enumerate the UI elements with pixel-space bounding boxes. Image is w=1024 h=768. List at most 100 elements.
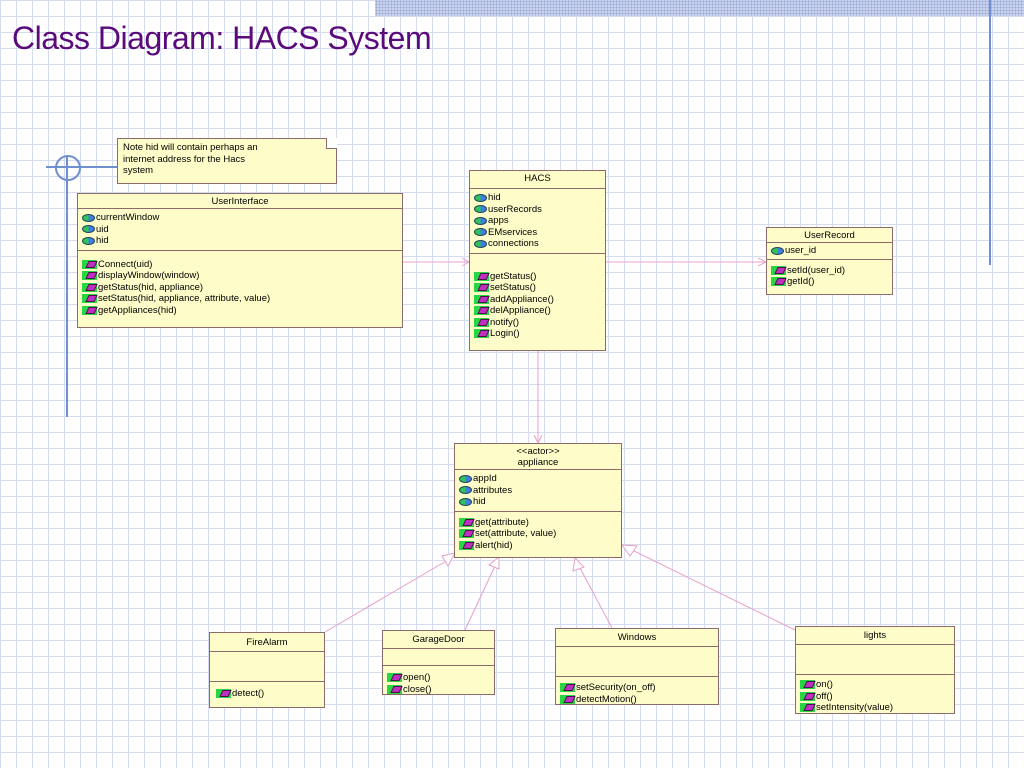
operation-row[interactable]: open() bbox=[387, 672, 491, 684]
attribute-compartment: appId attributes hid bbox=[455, 469, 621, 511]
operation-compartment: setId(user_id) getId() bbox=[767, 258, 892, 291]
operation-row[interactable]: Login() bbox=[474, 328, 602, 340]
attribute-row[interactable]: EMservices bbox=[474, 227, 602, 239]
operation-icon bbox=[216, 689, 231, 699]
accent-line-horizontal bbox=[46, 166, 118, 168]
generalization-garagedoor-head bbox=[488, 555, 500, 570]
operation-icon bbox=[474, 283, 489, 293]
operation-row[interactable]: off() bbox=[800, 691, 951, 703]
operation-row[interactable]: getStatus() bbox=[474, 271, 602, 283]
class-garagedoor[interactable]: GarageDoor open() close() bbox=[382, 630, 495, 695]
operation-label: open() bbox=[403, 672, 431, 683]
note-line: Note hid will contain perhaps an bbox=[123, 142, 258, 153]
operation-icon bbox=[800, 703, 815, 713]
attribute-row[interactable]: connections bbox=[474, 238, 602, 250]
class-lights[interactable]: lights on() off() setIntensity(value) bbox=[795, 626, 955, 714]
operation-row[interactable]: getAppliances(hid) bbox=[82, 305, 399, 317]
operation-compartment: getStatus() setStatus() addAppliance() d… bbox=[470, 252, 605, 343]
operation-row[interactable]: setId(user_id) bbox=[771, 265, 889, 277]
attribute-icon bbox=[82, 225, 95, 234]
attribute-row[interactable]: apps bbox=[474, 215, 602, 227]
attribute-compartment: user_id bbox=[767, 242, 892, 259]
operation-row[interactable]: alert(hid) bbox=[459, 540, 618, 552]
generalization-lights bbox=[631, 549, 796, 631]
operation-row[interactable]: detect() bbox=[214, 688, 321, 700]
operation-icon bbox=[474, 294, 489, 304]
operation-label: addAppliance() bbox=[490, 293, 554, 305]
class-name: lights bbox=[863, 630, 887, 641]
attribute-row[interactable]: appId bbox=[459, 473, 618, 485]
accent-circle bbox=[55, 155, 81, 181]
operation-row[interactable]: setStatus(hid, appliance, attribute, val… bbox=[82, 293, 399, 305]
generalization-windows bbox=[579, 567, 613, 629]
operation-compartment: get(attribute) set(attribute, value) ale… bbox=[455, 510, 621, 555]
operation-row[interactable]: delAppliance() bbox=[474, 305, 602, 317]
attribute-compartment bbox=[383, 648, 494, 665]
attribute-icon bbox=[771, 246, 784, 255]
attribute-row[interactable]: currentWindow bbox=[82, 212, 399, 224]
attribute-label: userRecords bbox=[488, 203, 542, 215]
operation-row[interactable]: getStatus(hid, appliance) bbox=[82, 282, 399, 294]
header-band bbox=[375, 0, 1024, 16]
operation-icon bbox=[459, 529, 474, 539]
class-stereotype: <<actor>> bbox=[516, 446, 560, 457]
attribute-label: appId bbox=[473, 473, 497, 484]
attribute-row[interactable]: user_id bbox=[771, 245, 889, 257]
operation-compartment: Connect(uid) displayWindow(window) getSt… bbox=[78, 249, 402, 320]
class-name: HACS bbox=[524, 173, 551, 184]
attribute-row[interactable]: hid bbox=[459, 496, 618, 508]
operation-icon bbox=[82, 259, 97, 269]
class-userrecord[interactable]: UserRecord user_id setId(user_id) getId(… bbox=[766, 227, 893, 295]
class-name: GarageDoor bbox=[412, 634, 465, 645]
operation-row[interactable]: setStatus() bbox=[474, 282, 602, 294]
operation-label: get(attribute) bbox=[475, 516, 529, 528]
operation-compartment: detect() bbox=[210, 681, 324, 703]
attribute-compartment: hid userRecords apps EMservices connecti… bbox=[470, 188, 605, 253]
operation-label: displayWindow(window) bbox=[98, 270, 200, 281]
operation-row[interactable]: getId() bbox=[771, 276, 889, 288]
attribute-row[interactable]: userRecords bbox=[474, 204, 602, 216]
class-windows[interactable]: Windows setSecurity(on_off) detectMotion… bbox=[555, 628, 719, 705]
operation-label: Connect(uid) bbox=[98, 258, 153, 270]
class-hacs[interactable]: HACS hid userRecords apps EMservices con… bbox=[469, 170, 606, 351]
operation-label: getStatus(hid, appliance) bbox=[98, 281, 204, 293]
note-box[interactable]: Note hid will contain perhaps an interne… bbox=[117, 138, 337, 184]
attribute-label: connections bbox=[488, 238, 539, 249]
operation-row[interactable]: notify() bbox=[474, 317, 602, 329]
operation-label: detectMotion() bbox=[576, 693, 637, 705]
operation-row[interactable]: close() bbox=[387, 684, 491, 696]
generalization-windows-head bbox=[572, 556, 585, 572]
operation-icon bbox=[459, 517, 474, 527]
generalization-firealarm bbox=[324, 559, 449, 633]
attribute-icon bbox=[459, 486, 472, 495]
operation-icon bbox=[82, 305, 97, 315]
operation-icon bbox=[474, 329, 489, 339]
attribute-compartment: currentWindow uid hid bbox=[78, 208, 402, 250]
operation-icon bbox=[560, 683, 575, 693]
operation-row[interactable]: Connect(uid) bbox=[82, 259, 399, 271]
operation-row[interactable]: on() bbox=[800, 679, 951, 691]
attribute-icon bbox=[459, 497, 472, 506]
operation-label: on() bbox=[816, 679, 833, 690]
operation-row[interactable]: setIntensity(value) bbox=[800, 702, 951, 714]
operation-icon bbox=[771, 265, 786, 275]
class-appliance[interactable]: <<actor>> appliance appId attributes hid… bbox=[454, 443, 622, 558]
class-userinterface[interactable]: UserInterface currentWindow uid hid Conn… bbox=[77, 193, 403, 328]
class-firealarm[interactable]: FireAlarm detect() bbox=[209, 632, 325, 708]
operation-row[interactable]: displayWindow(window) bbox=[82, 270, 399, 282]
attribute-label: currentWindow bbox=[96, 212, 160, 223]
attribute-row[interactable]: hid bbox=[82, 235, 399, 247]
note-line: system bbox=[123, 165, 154, 176]
class-name: FireAlarm bbox=[246, 637, 288, 648]
attribute-row[interactable]: uid bbox=[82, 224, 399, 236]
operation-row[interactable]: get(attribute) bbox=[459, 517, 618, 529]
operation-row[interactable]: set(attribute, value) bbox=[459, 528, 618, 540]
operation-row[interactable]: setSecurity(on_off) bbox=[560, 682, 715, 694]
operation-icon bbox=[771, 277, 786, 287]
operation-row[interactable]: detectMotion() bbox=[560, 694, 715, 706]
operation-icon bbox=[387, 673, 402, 683]
attribute-row[interactable]: attributes bbox=[459, 485, 618, 497]
attribute-row[interactable]: hid bbox=[474, 192, 602, 204]
operation-row[interactable]: addAppliance() bbox=[474, 294, 602, 306]
operation-icon bbox=[459, 540, 474, 550]
